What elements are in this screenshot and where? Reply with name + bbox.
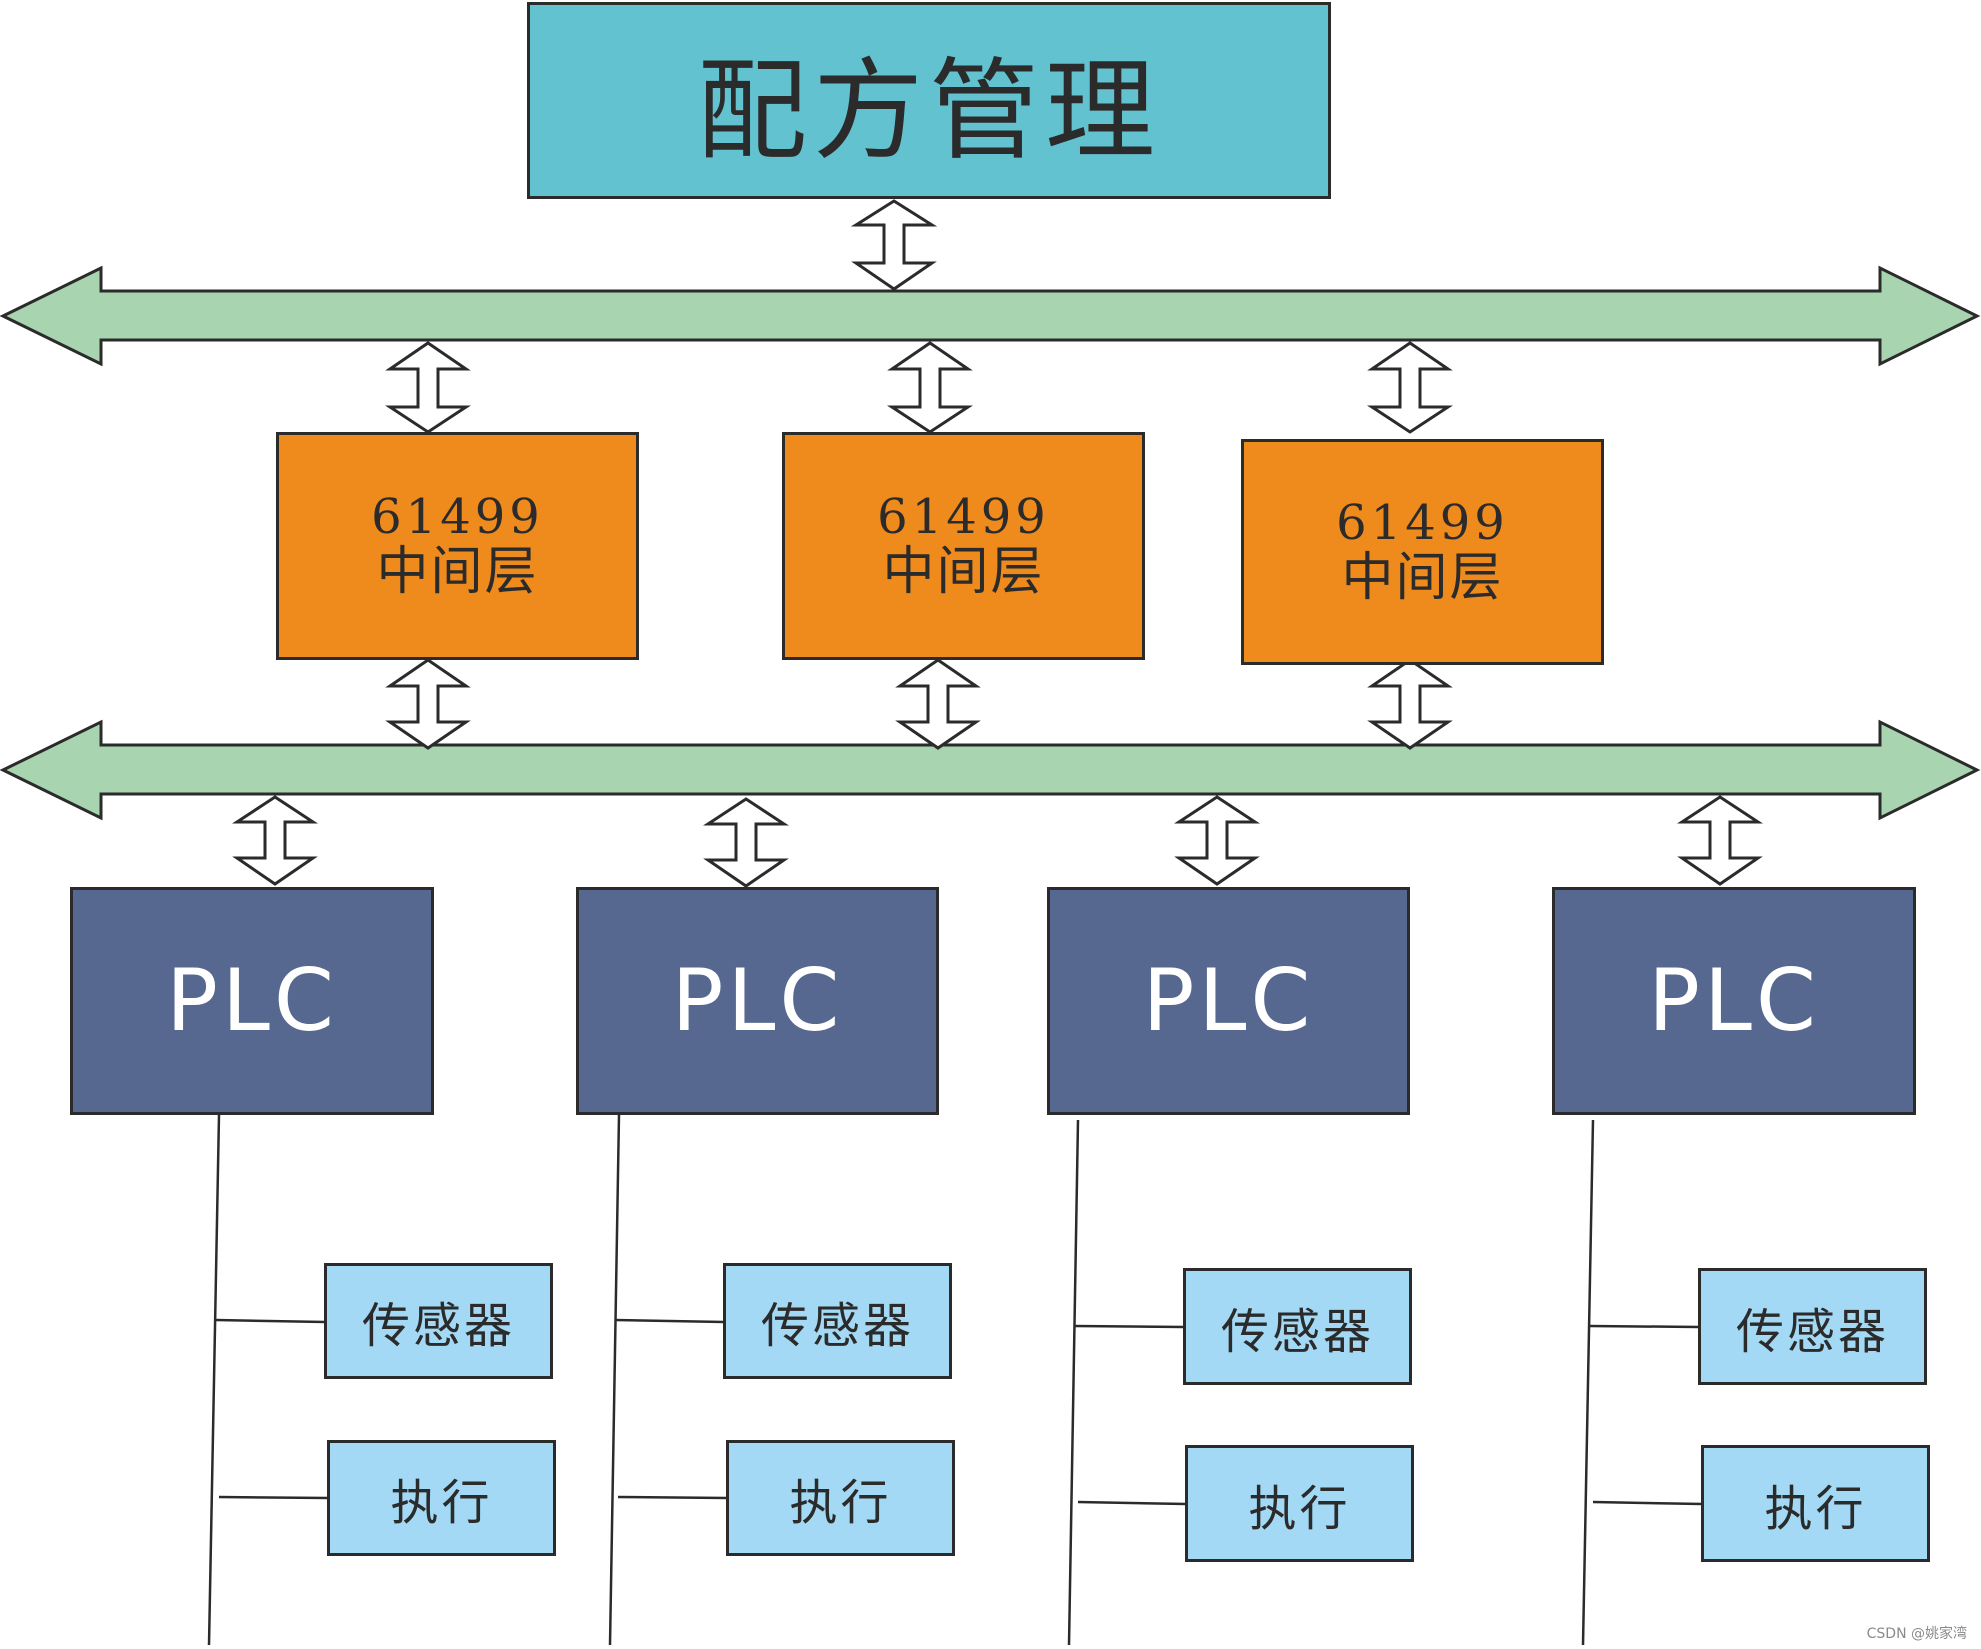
bus-middleware-2-connector-arrow [886,341,974,434]
plc-4-actuator-line [1592,1500,1703,1506]
upper-bus-arrow [0,265,1981,367]
plc-1-sensor-line [215,1318,326,1324]
bus-plc-1-connector-arrow [231,795,319,886]
plc-2-field-line [608,1114,621,1646]
plc-2-sensor-line [614,1318,725,1324]
actuator-box-1: 执行 [327,1440,556,1556]
actuator-box-2: 执行 [726,1440,955,1556]
plc-label: PLC [1648,951,1820,1051]
plc-label: PLC [1142,951,1315,1051]
bus-middleware-3-connector-arrow [1366,341,1454,434]
bus-middleware-1-connector-arrow [384,341,472,434]
middleware-label: 中间层 [1341,547,1504,608]
actuator-label: 执行 [390,1475,493,1531]
middleware-standard-number: 61499 [1336,495,1509,551]
plc-box-3: PLC [1047,887,1410,1115]
lower-bus-arrow [0,719,1981,821]
recipe-management-box: 配方管理 [527,2,1331,199]
middleware-3-bus-connector-arrow [1367,658,1453,750]
sensor-label: 传感器 [361,1298,515,1354]
sensor-label: 传感器 [1220,1303,1374,1360]
plc-3-actuator-line [1077,1500,1187,1506]
actuator-label: 执行 [1764,1480,1867,1537]
plc-3-sensor-line [1074,1324,1185,1329]
plc-1-field-line [207,1114,221,1646]
plc-box-4: PLC [1552,887,1916,1115]
middleware-2-bus-connector-arrow [895,658,981,750]
sensor-box-2: 传感器 [723,1263,952,1379]
middleware-label: 中间层 [376,541,539,602]
watermark: CSDN @姚家湾 [1866,1626,1967,1642]
recipe-bus-connector-arrow [850,199,938,291]
sensor-label: 传感器 [760,1298,914,1354]
bus-plc-3-connector-arrow [1173,795,1261,886]
sensor-box-1: 传感器 [324,1263,553,1379]
middleware-box-3: 61499 中间层 [1241,439,1604,665]
middleware-standard-number: 61499 [877,489,1050,545]
sensor-label: 传感器 [1735,1303,1889,1360]
plc-label: PLC [671,951,844,1051]
middleware-label: 中间层 [882,541,1045,602]
bus-plc-2-connector-arrow [702,797,790,888]
plc-3-field-line [1067,1119,1080,1646]
recipe-management-label: 配方管理 [697,46,1161,175]
plc-4-sensor-line [1589,1324,1700,1329]
plc-label: PLC [166,951,338,1051]
middleware-1-bus-connector-arrow [385,658,471,750]
actuator-box-3: 执行 [1185,1445,1414,1562]
sensor-box-4: 传感器 [1698,1268,1927,1385]
middleware-box-1: 61499 中间层 [276,432,639,660]
plc-2-actuator-line [617,1495,728,1500]
actuator-label: 执行 [789,1475,892,1531]
bus-plc-4-connector-arrow [1676,795,1764,886]
plc-box-2: PLC [576,887,939,1115]
middleware-box-2: 61499 中间层 [782,432,1145,660]
actuator-label: 执行 [1248,1480,1351,1537]
sensor-box-3: 传感器 [1183,1268,1412,1385]
plc-1-actuator-line [218,1495,329,1500]
middleware-standard-number: 61499 [371,489,544,545]
actuator-box-4: 执行 [1701,1445,1930,1562]
plc-box-1: PLC [70,887,434,1115]
plc-4-field-line [1581,1119,1595,1646]
